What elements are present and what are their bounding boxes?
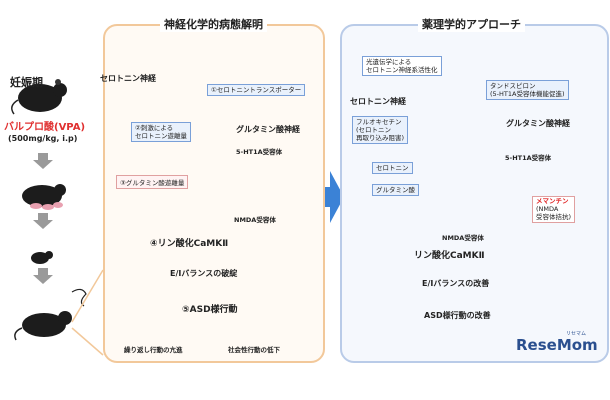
tandospirone-line2: (5-HT1A受容体機能促進) — [490, 90, 565, 99]
glutamate-box: グルタミン酸 — [372, 184, 419, 197]
step4-label: ④リン酸化CaMKⅡ — [150, 239, 229, 249]
memantine-box: メマンチン (NMDA 受容体拮抗) — [532, 196, 576, 224]
left-ei-balance-label: E/Iバランスの破綻 — [170, 269, 238, 278]
step2-box: ②刺激による セロトニン遊離量 — [131, 122, 191, 143]
left-panel-title: 神経化学的病態解明 — [160, 16, 267, 32]
step5-label: ⑤ASD様行動 — [182, 305, 238, 315]
left-nmda-label: NMDA受容体 — [234, 216, 276, 224]
timeline-arrows — [33, 153, 53, 284]
step2-line2: セロトニン遊離量 — [135, 132, 187, 141]
memantine-line2: (NMDA — [536, 204, 559, 213]
fluoxetine-box: フルオキセチン (セロトニン 再取り込み阻害) — [352, 116, 409, 145]
tandospirone-box: タンドスピロン (5-HT1A受容体機能促進) — [486, 80, 569, 101]
memantine-line1: メマンチン — [536, 197, 569, 205]
optogenetics-line1: 光遺伝学による — [366, 58, 412, 66]
left-serotonin-neuron-label: セロトニン神経 — [100, 74, 156, 83]
right-panel-title: 薬理学的アプローチ — [418, 16, 525, 32]
mother-with-pups-icon — [22, 184, 66, 210]
left-5ht1a-label: 5-HT1A受容体 — [236, 148, 283, 156]
left-glutamate-neuron-label: グルタミン酸神経 — [236, 125, 300, 134]
step3-box: ③グルタミン酸遊離量 — [116, 175, 189, 189]
optogenetics-line2: セロトニン神経系活性化 — [366, 66, 438, 75]
step1-box: ①セロトニントランスポーター — [207, 84, 306, 97]
behavior2-label: 社会性行動の低下 — [228, 346, 280, 354]
right-serotonin-neuron-label: セロトニン神経 — [350, 97, 406, 106]
right-glutamate-neuron-label: グルタミン酸神経 — [506, 119, 570, 128]
fluoxetine-line2: (セロトニン — [356, 126, 392, 135]
serotonin-box: セロトニン — [372, 162, 413, 175]
right-5ht1a-label: 5-HT1A受容体 — [505, 154, 552, 162]
drug-label: バルプロ酸(VPA) — [4, 122, 86, 133]
right-asd-label: ASD様行動の改善 — [424, 311, 491, 320]
memantine-line3: 受容体拮抗) — [536, 212, 572, 221]
resemom-logo-sub: リセマム — [566, 331, 587, 337]
resemom-logo: ReseMom — [516, 336, 598, 354]
pregnancy-label: 妊娠期 — [10, 76, 43, 89]
dose-label: (500mg/kg, i.p) — [8, 134, 78, 143]
adult-mouse-icon — [14, 288, 87, 341]
big-transition-arrow — [316, 171, 344, 223]
right-nmda-label: NMDA受容体 — [442, 234, 484, 242]
left-panel — [103, 24, 325, 363]
behavior1-label: 繰り返し行動の亢進 — [124, 346, 183, 354]
fluoxetine-line3: 再取り込み阻害) — [356, 134, 405, 143]
pregnant-mouse-icon — [11, 79, 67, 115]
fluoxetine-line1: フルオキセチン — [356, 118, 402, 126]
optogenetics-box: 光遺伝学による セロトニン神経系活性化 — [362, 56, 442, 77]
right-camk-label: リン酸化CaMKⅡ — [414, 251, 485, 261]
juvenile-mouse-icon — [31, 251, 53, 264]
step2-line1: ②刺激による — [135, 124, 174, 132]
right-ei-balance-label: E/Iバランスの改善 — [422, 279, 490, 288]
tandospirone-line1: タンドスピロン — [490, 82, 536, 90]
